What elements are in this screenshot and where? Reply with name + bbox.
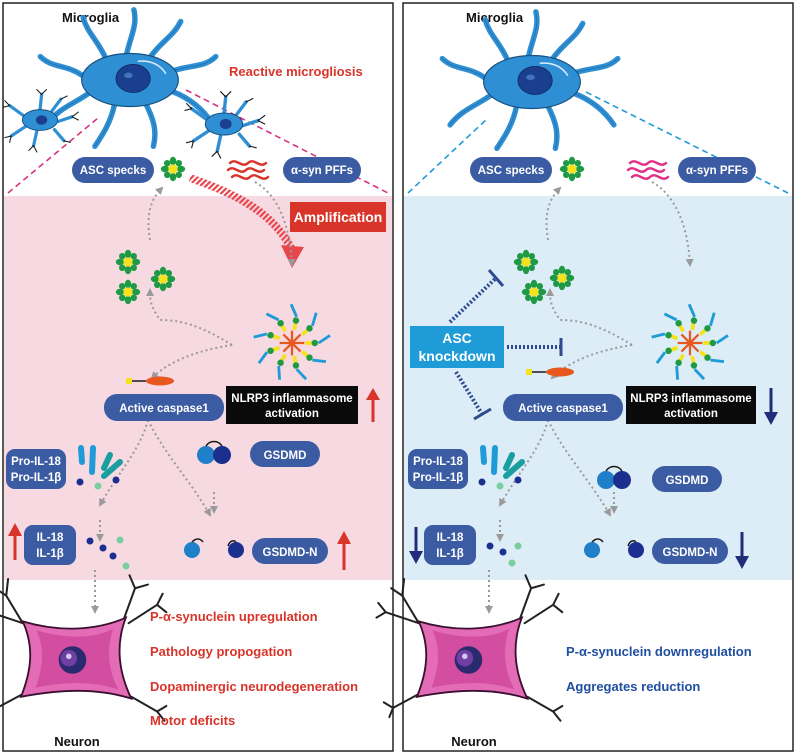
gsdmd-pill	[250, 441, 320, 467]
il-box	[24, 525, 76, 565]
pro-il18-label: Pro-IL-18	[413, 456, 463, 468]
caspase-icon	[526, 367, 574, 377]
il18-label: IL-18	[437, 532, 464, 544]
syn-pffs-label: α-syn PFFs	[686, 165, 748, 177]
asc-specks-pill	[470, 157, 552, 183]
nlrp3-label-line2: activation	[265, 408, 319, 420]
syn-pffs-pill	[678, 157, 756, 183]
outcome-text: P-α-synuclein downregulation	[566, 644, 752, 659]
gsdmd-pill	[652, 466, 722, 492]
syn-pffs-pill	[283, 157, 361, 183]
up-arrow-icon	[366, 388, 380, 422]
syn-pff-icon	[626, 160, 670, 180]
flow-arrows	[91, 181, 296, 614]
neuron-label: Neuron	[54, 734, 100, 749]
gsdmd-n-pill	[252, 538, 328, 564]
asc-knockdown-line1: ASC	[442, 330, 472, 346]
gsdmd-label: GSDMD	[264, 450, 307, 462]
nlrp3-label-line1: NLRP3 inflammasome	[630, 393, 751, 405]
outcome-text: Aggregates reduction	[566, 679, 700, 694]
il1b-label: IL-1β	[36, 548, 63, 560]
pro-il-box	[408, 449, 468, 489]
zoom-line	[585, 91, 789, 194]
asc-specks-label: ASC specks	[80, 165, 146, 177]
outcome-text: P-α-synuclein upregulation	[150, 609, 318, 624]
down-arrow-icon	[409, 527, 423, 564]
neuron-label: Neuron	[451, 734, 497, 749]
asc-knockdown-line2: knockdown	[418, 348, 495, 364]
il1b-label: IL-1β	[436, 548, 463, 560]
gsdmd-n-icon	[184, 538, 244, 558]
up-arrow-icon	[337, 531, 351, 570]
syn-pffs-label: α-syn PFFs	[291, 165, 353, 177]
inhibition-lines	[448, 276, 560, 416]
amplification-arrow	[188, 174, 296, 252]
pro-il1b-label: Pro-IL-1β	[413, 472, 463, 484]
pro-il-box	[6, 449, 66, 489]
gsdmd-n-label: GSDMD-N	[663, 547, 718, 559]
reactive-microgliosis-label: Reactive microgliosis	[229, 64, 363, 79]
down-arrow-icon	[764, 388, 778, 425]
gsdmd-n-icon	[584, 538, 644, 558]
cytokine-icon	[486, 542, 522, 567]
asc-specks-pill	[72, 157, 154, 183]
gsdmd-icon	[613, 471, 631, 489]
caspase-label: Active caspase1	[119, 403, 209, 415]
down-arrow-icon	[735, 532, 749, 569]
gsdmd-icon	[197, 446, 215, 464]
caspase-icon	[126, 376, 174, 386]
nlrp3-box	[226, 386, 358, 424]
gsdmd-icon	[213, 446, 231, 464]
outcome-text: Pathology propogation	[150, 644, 292, 659]
right-panel: Microglia ASC specks α-syn PFFs NL	[375, 2, 794, 752]
amplification-arrowhead	[281, 245, 304, 268]
pro-il-icon	[76, 445, 123, 490]
cytokine-icon	[86, 536, 130, 570]
asc-specks-label: ASC specks	[478, 165, 544, 177]
caspase-pill	[104, 394, 224, 421]
outcome-text: Dopaminergic neurodegeneration	[150, 679, 358, 694]
caspase-label: Active caspase1	[518, 403, 608, 415]
caspase-pill	[503, 394, 623, 421]
il-box	[424, 525, 476, 565]
amplification-label: Amplification	[294, 209, 383, 225]
gsdmd-icon	[597, 471, 615, 489]
gsdmd-label: GSDMD	[666, 475, 709, 487]
pro-il18-label: Pro-IL-18	[11, 456, 61, 468]
asc-knockdown-box	[410, 326, 504, 368]
microglia-label: Microglia	[62, 10, 120, 25]
gsdmd-n-pill	[652, 538, 728, 564]
zoom-line	[185, 89, 389, 194]
nlrp3-label-line1: NLRP3 inflammasome	[231, 393, 352, 405]
zoom-line	[407, 117, 489, 194]
microglia-label: Microglia	[466, 10, 524, 25]
left-panel: Microglia Reactive microgliosis ASC spec…	[0, 2, 394, 752]
outcome-text: Motor deficits	[150, 713, 235, 728]
syn-pff-icon	[226, 160, 270, 180]
nlrp3-box	[626, 386, 756, 424]
amplification-box	[290, 202, 386, 232]
il18-label: IL-18	[37, 532, 64, 544]
up-arrow-icon	[8, 523, 22, 560]
inhibition-bar	[473, 269, 563, 421]
nlrp3-label-line2: activation	[664, 408, 718, 420]
gsdmd-n-label: GSDMD-N	[263, 547, 318, 559]
pro-il-icon	[478, 445, 525, 490]
pro-il1b-label: Pro-IL-1β	[11, 472, 61, 484]
